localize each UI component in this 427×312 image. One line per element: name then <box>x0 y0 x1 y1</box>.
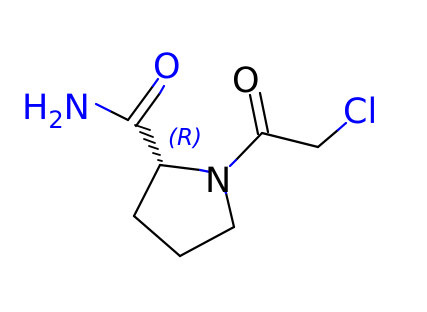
amide-nitrogen-label: H2N <box>22 88 90 134</box>
stereo-descriptor: (R) <box>168 125 202 151</box>
bond-ring-c2-n <box>158 163 202 172</box>
bonds <box>108 84 340 258</box>
bond-ring-c2-c3 <box>132 163 162 218</box>
bond-amide-c-o-1 <box>126 84 155 122</box>
bond-ring-c4-c5 <box>178 225 236 258</box>
amide-nitrogen-h: H <box>22 88 48 128</box>
chlorine-label: Cl <box>343 92 377 132</box>
amide-nitrogen-n: N <box>64 88 90 128</box>
acyl-oxygen-label: O <box>232 61 260 101</box>
bond-acyl-c-o-2 <box>258 91 270 134</box>
bond-n-acyl-c <box>234 131 264 162</box>
bond-ring-c5-n <box>224 191 236 229</box>
amide-oxygen-label: O <box>153 47 181 87</box>
amide-nitrogen-subscript: 2 <box>48 106 63 134</box>
bond-ring-c3-c4 <box>132 214 182 258</box>
bond-acyl-c-o-1 <box>248 93 260 136</box>
bond-acyl-c-ch2 <box>260 131 320 149</box>
bond-amide-c-n <box>108 109 130 122</box>
bond-amide-c-o-2 <box>134 91 162 128</box>
ring-nitrogen-label: N <box>205 161 231 201</box>
heteroatom-bond-segments <box>94 77 348 195</box>
bond-ch2-cl <box>316 128 340 149</box>
hashed-wedge-bond <box>134 124 163 162</box>
